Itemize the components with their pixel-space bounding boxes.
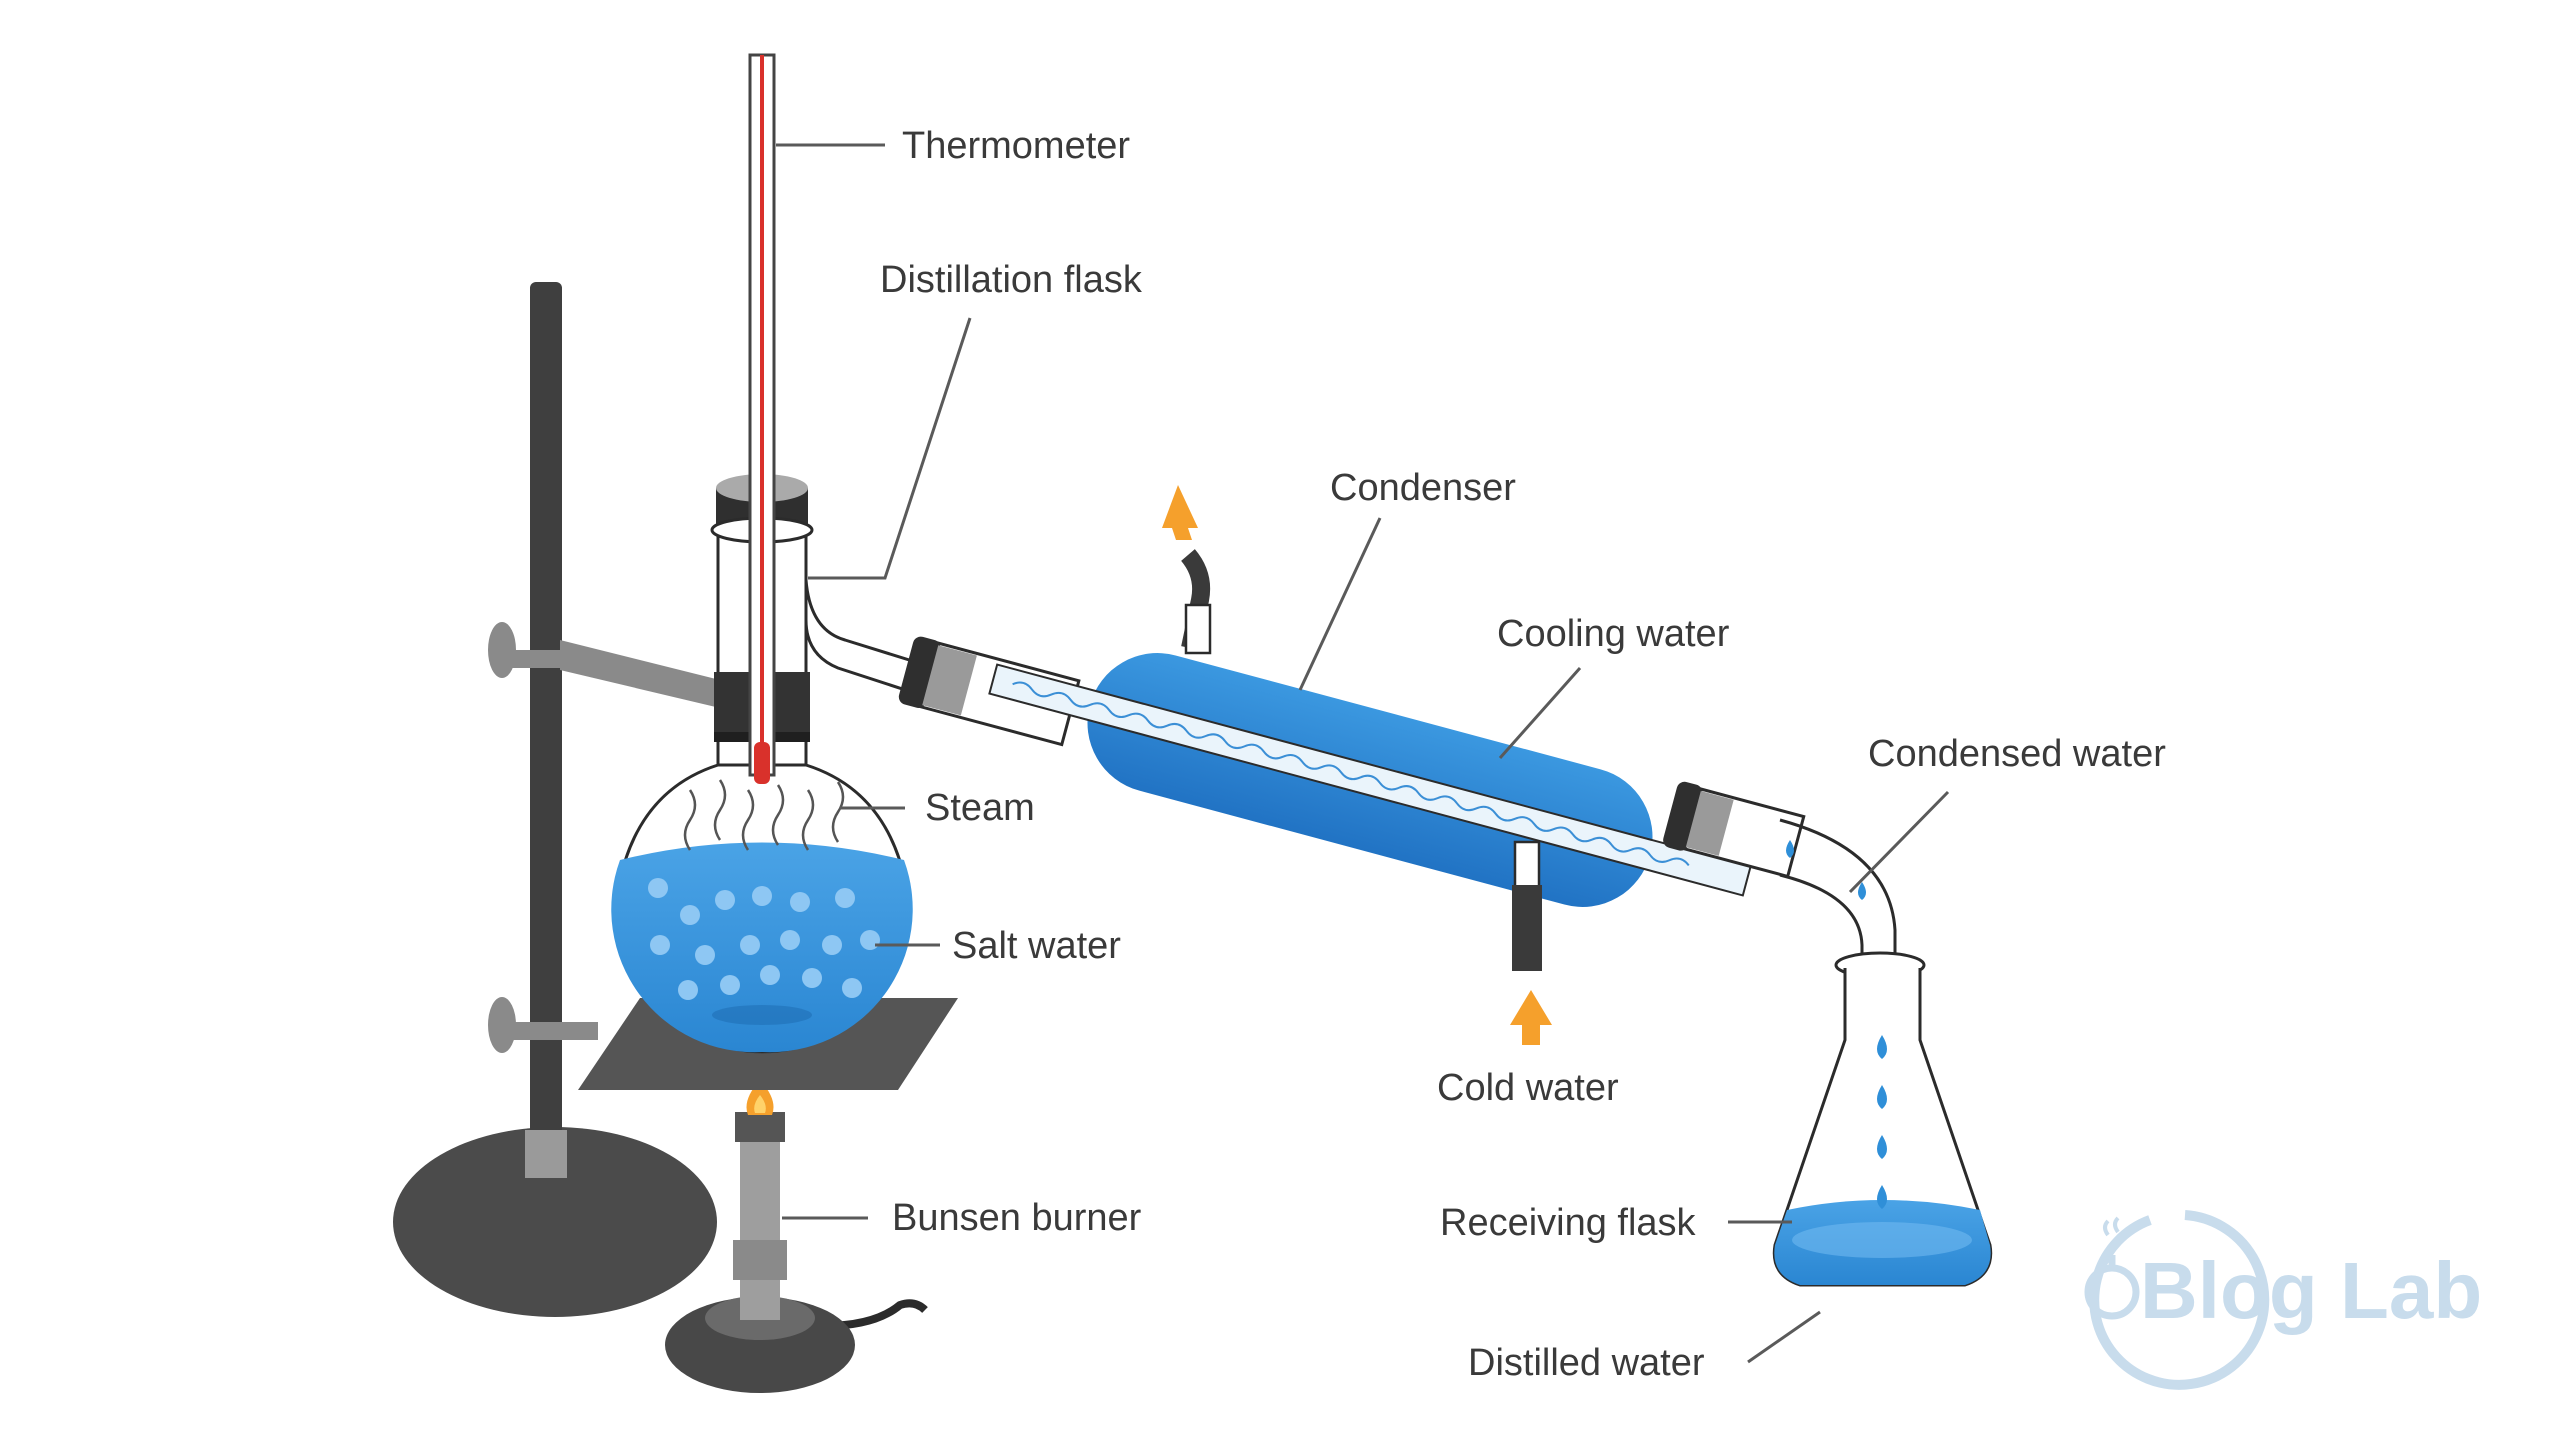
falling-drops <box>1877 1035 1887 1209</box>
label-salt-water: Salt water <box>952 925 1121 967</box>
flask-logo-icon <box>2084 1210 2270 1390</box>
label-condensed-water: Condensed water <box>1868 733 2166 775</box>
label-condenser: Condenser <box>1330 467 1516 509</box>
condenser-inner-tube <box>988 663 1752 897</box>
water-flow-arrows <box>1162 485 1552 1045</box>
condenser-top-outlet <box>1180 549 1211 650</box>
label-bunsen-burner: Bunsen burner <box>892 1197 1142 1239</box>
distillation-flask <box>611 474 936 1054</box>
stand-rod-foot <box>525 1130 567 1178</box>
label-steam: Steam <box>925 787 1035 829</box>
label-thermometer: Thermometer <box>902 125 1130 167</box>
thermometer <box>748 53 776 784</box>
salt-bubbles <box>648 878 880 1000</box>
condenser <box>898 549 1897 971</box>
condenser-bottom-inlet <box>1512 885 1542 971</box>
upper-clamp <box>488 622 720 708</box>
cold-water-in-arrow-icon <box>1510 990 1552 1045</box>
stand-rod <box>530 282 562 1142</box>
ring-stand <box>393 282 720 1317</box>
stand-base <box>393 1127 717 1317</box>
label-cold-water: Cold water <box>1437 1067 1619 1109</box>
label-receiving-flask: Receiving flask <box>1440 1202 1697 1244</box>
label-distillation-flask: Distillation flask <box>880 259 1143 301</box>
steam-wisps <box>683 779 845 851</box>
condensed-drops <box>1786 840 1866 900</box>
warm-water-out-arrow-icon <box>1162 485 1198 540</box>
label-cooling-water: Cooling water <box>1497 613 1730 655</box>
burner-tube <box>740 1130 780 1320</box>
leader-lines <box>776 143 1950 1364</box>
bunsen-burner <box>665 1080 928 1393</box>
receiving-flask <box>1772 951 1993 1287</box>
lower-clamp <box>488 997 598 1053</box>
watermark: Blog Lab <box>2084 1210 2482 1390</box>
watermark-text: Blog Lab <box>2140 1246 2482 1335</box>
labels: Thermometer Distillation flask Condenser… <box>880 125 2166 1384</box>
label-distilled-water: Distilled water <box>1468 1342 1705 1384</box>
